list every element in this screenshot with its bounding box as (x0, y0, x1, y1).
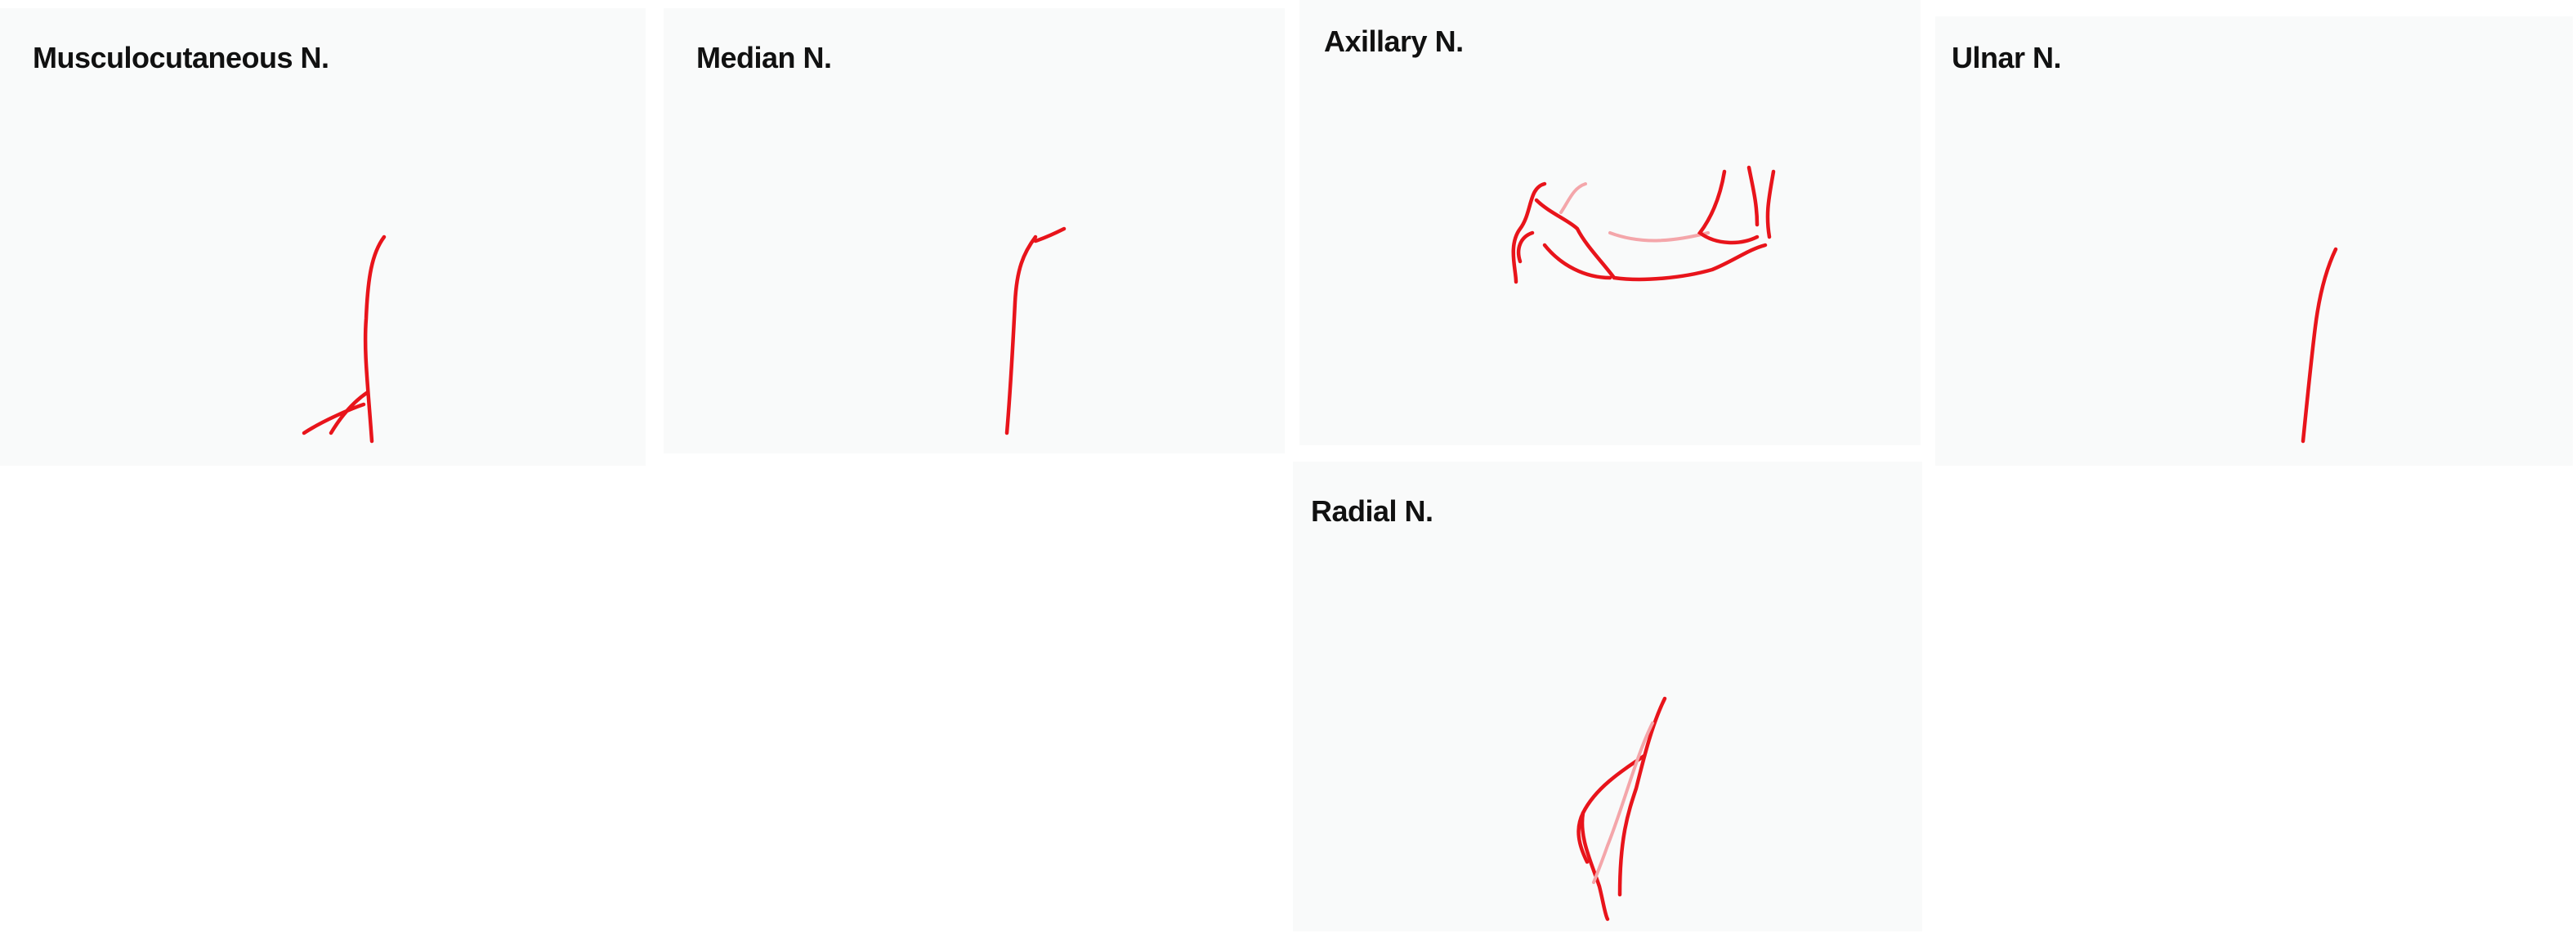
panel-title-axillary: Axillary N. (1324, 25, 1464, 58)
panel-title-ulnar: Ulnar N. (1952, 41, 2062, 74)
panel-radial: Radial N. (1293, 462, 1922, 931)
panel-musculocutaneous: Musculocutaneous N. (0, 8, 646, 466)
panel-title-radial: Radial N. (1311, 494, 1433, 528)
axillary-diagram (1511, 165, 1776, 284)
musculocutaneous-diagram (302, 234, 387, 444)
axillary-nerve (1511, 165, 1776, 284)
panel-title-musculocutaneous: Musculocutaneous N. (33, 41, 329, 74)
radial-diagram (1576, 696, 1667, 922)
panel-title-median: Median N. (696, 41, 832, 74)
musculocutaneous-nerve (302, 234, 387, 444)
ulnar-nerve (2301, 247, 2338, 444)
median-diagram (1004, 226, 1067, 435)
ulnar-diagram (2301, 247, 2338, 444)
panel-median: Median N. (664, 8, 1285, 453)
panel-ulnar: Ulnar N. (1935, 16, 2573, 466)
radial-nerve (1576, 696, 1667, 922)
median-nerve (1004, 226, 1067, 435)
panel-axillary: Axillary N. (1299, 0, 1921, 445)
